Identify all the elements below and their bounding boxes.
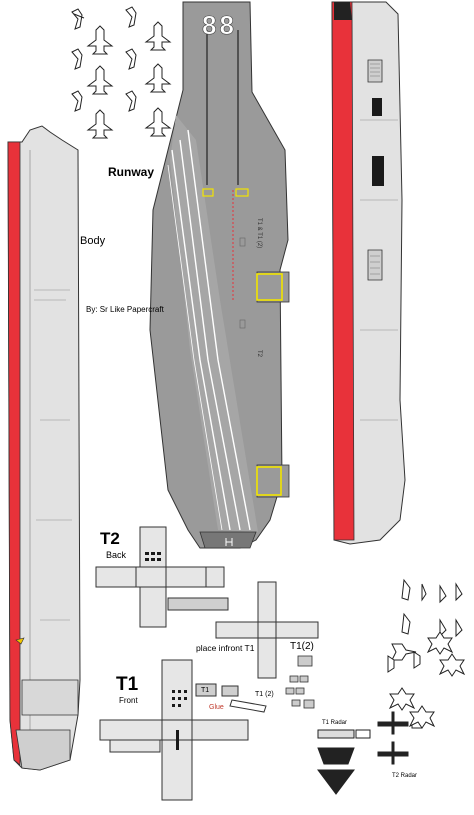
aircraft-side-icon	[71, 48, 83, 70]
t2-title: T2	[100, 529, 120, 548]
t2-radar-label: T2 Radar	[392, 773, 418, 779]
hull-left-strip	[7, 125, 81, 771]
t1-radar-parts	[317, 729, 371, 795]
aircraft-side-icon	[71, 90, 83, 112]
place-instruction: place infront T1	[196, 643, 255, 653]
aircraft-top-icon	[86, 25, 114, 55]
deck-marking-t1: T1 & T1 (2)	[256, 218, 262, 248]
t1-net	[99, 659, 267, 801]
deck-marking-t2: T2	[256, 350, 262, 358]
hull-number: 88	[202, 10, 237, 40]
t1-two-label: T1(2)	[290, 641, 314, 652]
body-label: Body	[80, 235, 106, 247]
aircraft-top-icon	[144, 63, 172, 93]
aircraft-side-icon	[71, 8, 85, 30]
t1-two-small-label: T1 (2)	[255, 691, 274, 698]
aircraft-side-icon	[125, 6, 137, 28]
t1-small-label: T1	[201, 687, 210, 694]
t1-windows	[172, 690, 187, 750]
t1-radar-label: T1 Radar	[322, 720, 348, 726]
t1-two-net	[215, 581, 319, 679]
aircraft-side-icon	[125, 48, 137, 70]
aircraft-top-icon	[144, 21, 172, 51]
author-credit: By: Sr Like Papercraft	[86, 305, 164, 314]
t2-windows	[145, 552, 161, 561]
aircraft-top-icon	[144, 107, 172, 137]
aircraft-top-icon	[86, 109, 114, 139]
flight-deck	[149, 1, 290, 549]
t2-net	[95, 526, 229, 628]
aircraft-cutouts-top	[71, 6, 172, 139]
t2-back-label: Back	[106, 550, 127, 560]
aircraft-top-icon	[86, 65, 114, 95]
t1-two-parts	[285, 655, 315, 709]
aircraft-cutouts-bottom	[387, 578, 466, 729]
t1-title: T1	[116, 674, 139, 695]
hull-right-strip	[331, 1, 406, 545]
glue-label: Glue	[209, 704, 224, 711]
aircraft-side-icon	[125, 90, 137, 112]
t2-radar-parts	[377, 711, 423, 765]
runway-label: Runway	[108, 165, 155, 179]
t1-front-label: Front	[119, 696, 138, 705]
